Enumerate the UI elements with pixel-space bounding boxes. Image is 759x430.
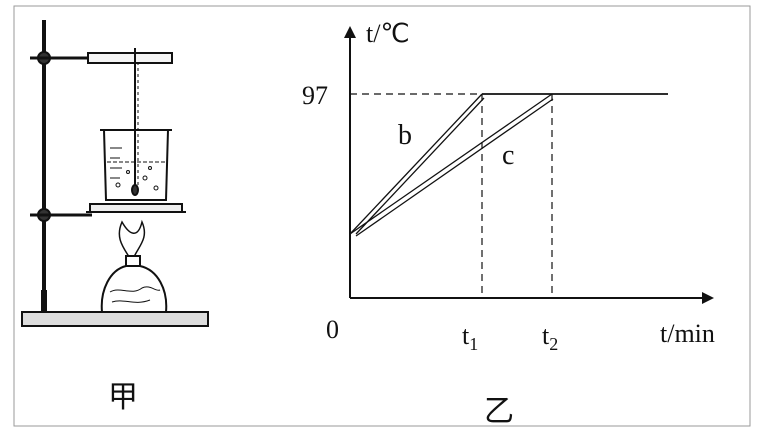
wire-gauze: [89, 203, 183, 213]
figure-border: [13, 5, 751, 427]
curve-c-label: c: [502, 140, 514, 171]
caption-yi: 乙: [484, 394, 514, 429]
origin-label: 0: [326, 315, 339, 344]
x-axis-label: t/min: [660, 319, 715, 348]
y-tick-97: 97: [302, 81, 328, 110]
heating-apparatus: [21, 20, 209, 327]
x-tick-t1: t1: [462, 321, 478, 354]
beaker: [103, 129, 169, 201]
caption-jia: 甲: [108, 380, 138, 415]
bubbles: [115, 166, 159, 191]
curve-b: [349, 93, 485, 235]
thermometer-holder: [87, 52, 173, 64]
beaker-graduation: [110, 147, 122, 179]
flame: [118, 219, 146, 265]
temperature-time-graph: t/℃ 97 b c 0 t1 t2 t/min: [302, 19, 715, 354]
x-tick-t2: t2: [542, 321, 558, 354]
curve-b-label: b: [398, 120, 412, 151]
thermometer-bulb: [131, 184, 139, 196]
stand-base: [21, 311, 209, 327]
alcohol-lamp: [100, 265, 168, 313]
lamp-liquid: [109, 286, 161, 303]
y-axis-label: t/℃: [366, 19, 410, 48]
curve-c: [349, 93, 554, 237]
